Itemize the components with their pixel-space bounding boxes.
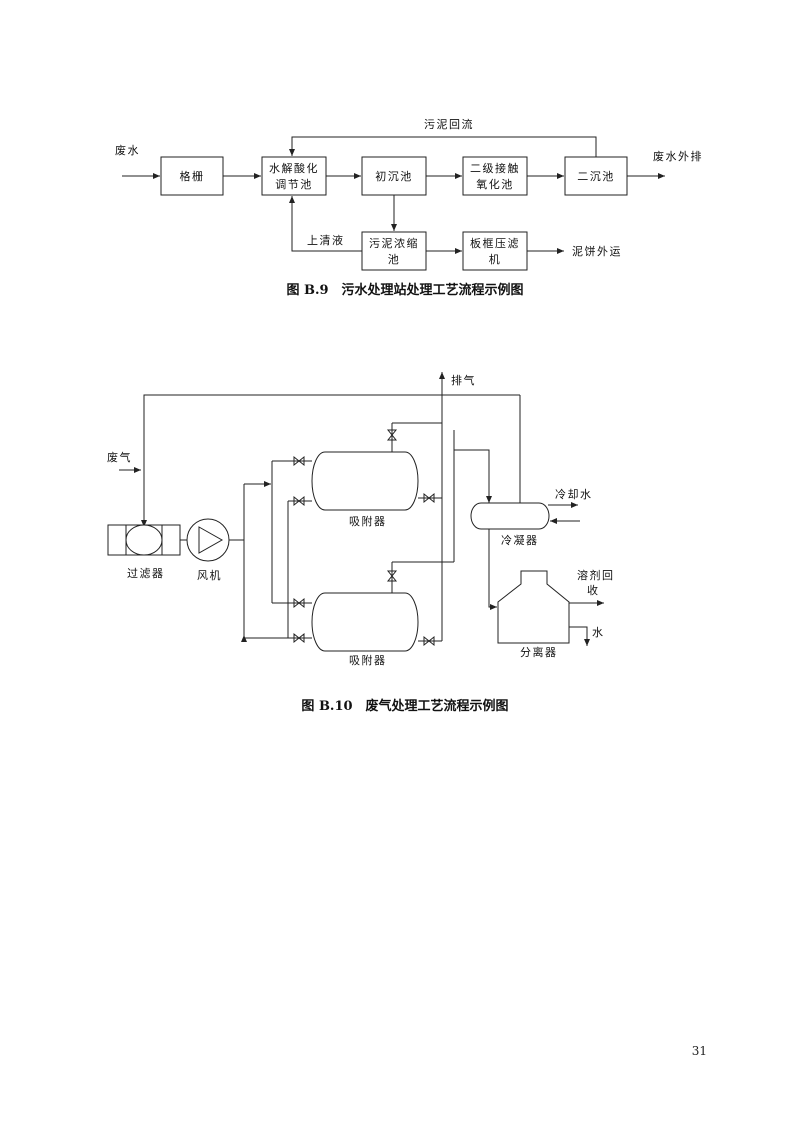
solvent-label-2: 收 <box>587 583 600 597</box>
valve-icon <box>423 492 435 504</box>
sludge-recycle-label: 污泥回流 <box>424 117 474 131</box>
water-label: 水 <box>592 626 605 639</box>
sludge-recycle-line <box>289 136 597 157</box>
adsorber-bottom-label: 吸附器 <box>349 653 387 667</box>
hydrolysis-box <box>261 156 327 196</box>
separator-vessel <box>497 570 570 644</box>
solvent-label-1: 溶剂回 <box>577 568 615 582</box>
secondary-sedimentation-box <box>564 156 628 196</box>
adsorber-top-label: 吸附器 <box>349 514 387 528</box>
figure-b10-caption: 图 B.10 废气处理工艺流程示例图 <box>301 698 508 714</box>
filter-label: 过滤器 <box>127 567 165 580</box>
supernatant-return-line <box>289 196 362 252</box>
valve-icon <box>293 495 305 507</box>
grille-label: 格栅 <box>180 169 205 183</box>
figure-b10: 排气 废气 过滤器 风机 <box>107 372 615 714</box>
secondary-label: 二沉池 <box>577 170 615 183</box>
fan-impeller-icon <box>198 526 224 554</box>
grille-box <box>160 156 224 196</box>
exhaust-label: 排气 <box>451 373 476 387</box>
primary-sedimentation-box <box>361 156 427 196</box>
page-number: 31 <box>692 1044 707 1058</box>
valve-icon <box>386 570 398 582</box>
hydrolysis-label-1: 水解酸化 <box>269 161 319 175</box>
wastewater-input-label: 废水 <box>115 143 140 157</box>
primary-label: 初沉池 <box>375 169 413 183</box>
vapor-to-condenser-arrow <box>454 449 492 503</box>
figure-b9: 格栅 水解酸化 调节池 初沉池 二级接触 氧化池 二沉池 污泥浓缩 池 板框压滤… <box>115 117 703 298</box>
contact-label-1: 二级接触 <box>470 161 520 175</box>
valve-icon <box>386 429 398 441</box>
fan-label: 风机 <box>197 568 222 582</box>
filter-press-box <box>462 231 528 271</box>
recycle-loop-line <box>141 394 442 527</box>
hydrolysis-label-2: 调节池 <box>275 178 313 191</box>
valve-icon <box>293 597 305 609</box>
adsorber-bottom-vessel <box>311 592 419 652</box>
valve-icon <box>293 632 305 644</box>
waste-gas-label: 废气 <box>107 450 132 464</box>
condensate-line <box>488 529 497 610</box>
valve-icon <box>293 455 305 467</box>
separator-label: 分离器 <box>520 645 558 659</box>
filter-element <box>125 524 163 556</box>
cake-out-label: 泥饼外运 <box>572 244 622 258</box>
water-outlet-arrow <box>569 626 590 646</box>
thickener-label-2: 池 <box>388 253 401 266</box>
supernatant-label: 上清液 <box>307 233 345 247</box>
thickener-label-1: 污泥浓缩 <box>369 237 419 250</box>
press-label-2: 机 <box>489 252 502 266</box>
cooling-water-label: 冷却水 <box>555 488 593 501</box>
condenser-vessel <box>470 502 550 530</box>
press-label-1: 板框压滤 <box>470 236 520 250</box>
figure-b9-caption: 图 B.9 污水处理站处理工艺流程示例图 <box>286 282 523 298</box>
valve-icon <box>423 635 435 647</box>
condenser-label: 冷凝器 <box>501 533 539 547</box>
wastewater-output-label: 废水外排 <box>653 149 703 163</box>
contact-label-2: 氧化池 <box>476 177 514 191</box>
adsorber-top-vessel <box>311 451 419 511</box>
